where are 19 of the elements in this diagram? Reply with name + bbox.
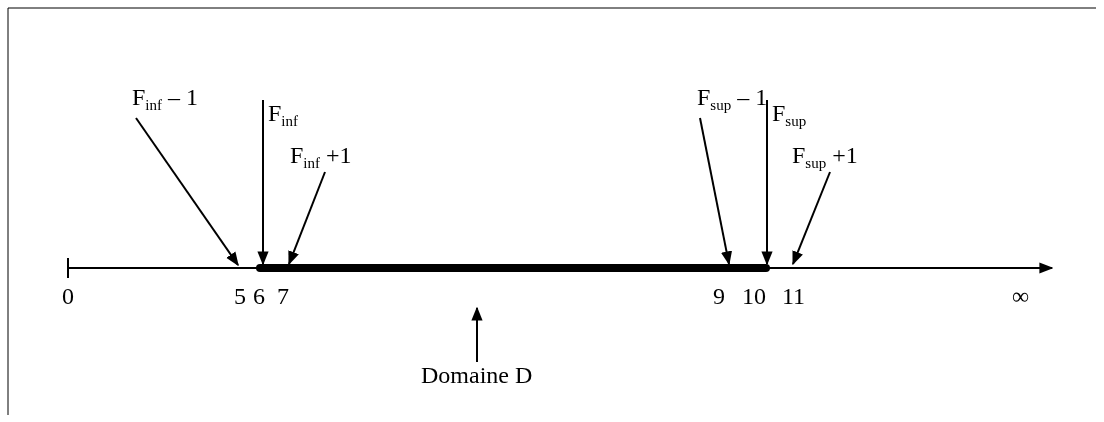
tick-label: 9 — [713, 283, 725, 309]
tick-label: 6 — [253, 283, 265, 309]
tick-label: 10 — [742, 283, 766, 309]
leader-arrow — [699, 117, 733, 266]
leader-arrow — [792, 171, 831, 266]
tick-label: 5 — [234, 283, 246, 309]
tick-label: ∞ — [1012, 283, 1030, 309]
arrow-label: F$_{inf}$ — [268, 100, 299, 126]
tick-label: 0 — [62, 283, 74, 309]
leader-arrow — [471, 306, 483, 363]
arrow-label: F$_{inf}$ +1 — [290, 142, 352, 168]
tick-label: 7 — [277, 283, 289, 309]
arrow-label: F$_{inf}$ – 1 — [132, 84, 199, 110]
leader-arrow — [257, 99, 269, 266]
leader-arrow — [135, 117, 239, 267]
tick-label: 11 — [782, 283, 806, 309]
leader-arrow — [288, 171, 326, 266]
leader-arrow — [761, 99, 773, 266]
arrow-label: Domaine D — [421, 362, 533, 388]
